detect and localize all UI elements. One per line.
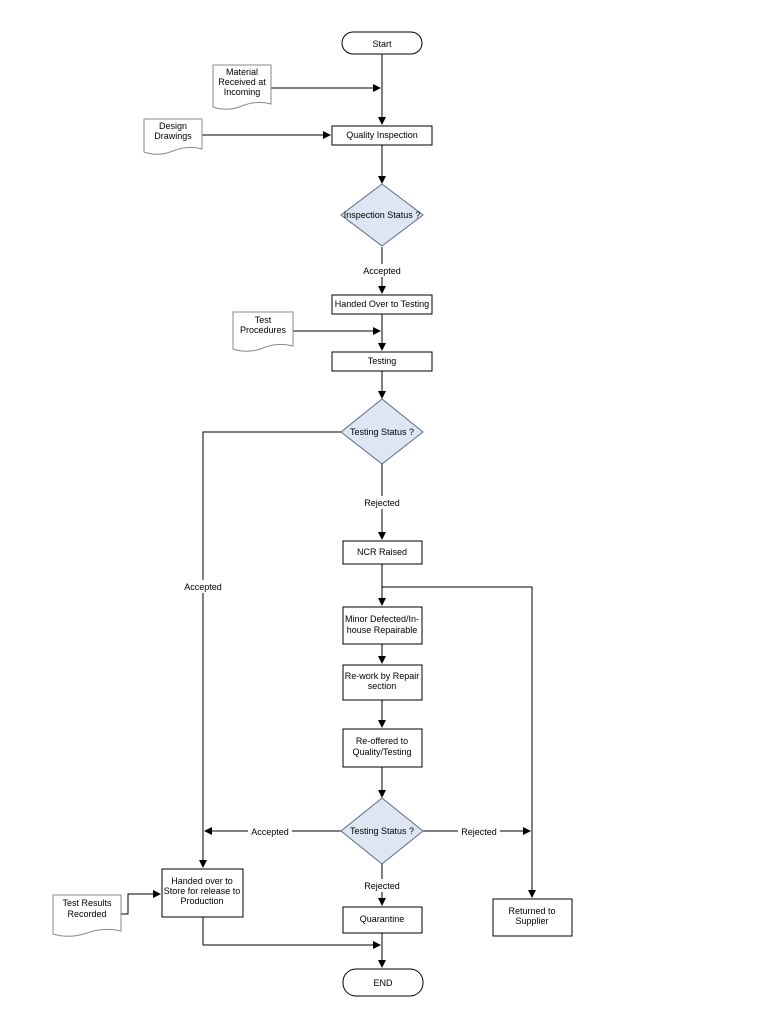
- testing-status-1-label: Testing Status ?: [350, 427, 414, 437]
- material-doc-line-1: Material: [226, 67, 258, 77]
- returned-to-supplier-box: Returned to Supplier: [492, 898, 573, 937]
- material-received-doc: Material Received at Incoming: [212, 64, 272, 110]
- reoffered-box: Re-offered to Quality/Testing: [342, 728, 423, 768]
- edge-status1-accepted: [199, 431, 341, 868]
- start-label: Start: [372, 39, 392, 49]
- handed-to-testing-label: Handed Over to Testing: [335, 299, 429, 309]
- quality-inspection-label: Quality Inspection: [346, 130, 418, 140]
- returned-line-1: Returned to: [508, 906, 555, 916]
- results-doc-line-2: Recorded: [67, 909, 106, 919]
- testing-box: Testing: [331, 351, 433, 372]
- edge-results-to-store: [121, 890, 161, 915]
- start-terminal: Start: [341, 31, 423, 55]
- rework-line-1: Re-work by Repair: [345, 671, 420, 681]
- handed-to-store-line-1: Handed over to: [171, 876, 233, 886]
- end-label: END: [373, 978, 393, 988]
- testing-status-2-label: Testing Status ?: [350, 826, 414, 836]
- handed-to-store-line-3: Production: [180, 896, 223, 906]
- design-drawings-doc: Design Drawings: [143, 118, 203, 155]
- edge-labels: Accepted Rejected Accepted Accepted Reje…: [180, 264, 500, 892]
- procedures-doc-line-1: Test: [255, 315, 272, 325]
- rework-box: Re-work by Repair section: [342, 664, 423, 701]
- quarantine-label: Quarantine: [360, 914, 405, 924]
- reoffered-line-2: Quality/Testing: [352, 747, 411, 757]
- label-accepted-1: Accepted: [363, 266, 401, 276]
- returned-line-2: Supplier: [515, 916, 548, 926]
- testing-label: Testing: [368, 356, 397, 366]
- minor-defected-line-2: house Repairable: [347, 625, 418, 635]
- material-doc-line-2: Received at: [218, 77, 266, 87]
- handed-to-testing-box: Handed Over to Testing: [331, 294, 433, 315]
- testing-status-decision-2: Testing Status ?: [340, 797, 424, 865]
- label-rejected-1: Rejected: [364, 498, 400, 508]
- minor-defected-box: Minor Defected/In- house Repairable: [342, 606, 423, 645]
- ncr-raised-box: NCR Raised: [342, 540, 423, 565]
- label-rejected-2: Rejected: [461, 827, 497, 837]
- end-terminal: END: [342, 968, 424, 997]
- quality-inspection-box: Quality Inspection: [331, 125, 433, 146]
- design-doc-line-1: Design: [159, 121, 187, 131]
- label-accepted-2: Accepted: [184, 582, 222, 592]
- rework-line-2: section: [368, 681, 397, 691]
- inspection-status-label: Inspection Status ?: [344, 210, 421, 220]
- edge-ncr-to-returned: [382, 586, 536, 898]
- minor-defected-line-1: Minor Defected/In-: [345, 614, 419, 624]
- label-accepted-3: Accepted: [251, 827, 289, 837]
- results-doc-line-1: Test Results: [62, 898, 112, 908]
- ncr-raised-label: NCR Raised: [357, 547, 407, 557]
- handed-to-store-box: Handed over to Store for release to Prod…: [161, 868, 244, 918]
- procedures-doc-line-2: Procedures: [240, 325, 287, 335]
- testing-status-decision-1: Testing Status ?: [340, 398, 424, 465]
- label-rejected-3: Rejected: [364, 881, 400, 891]
- edge-store-to-end: [202, 917, 381, 949]
- handed-to-store-line-2: Store for release to: [164, 886, 241, 896]
- material-doc-line-3: Incoming: [224, 87, 261, 97]
- inspection-status-decision: Inspection Status ?: [340, 183, 424, 247]
- quarantine-box: Quarantine: [342, 906, 423, 934]
- test-procedures-doc: Test Procedures: [232, 311, 294, 352]
- test-results-doc: Test Results Recorded: [52, 894, 122, 937]
- design-doc-line-2: Drawings: [154, 131, 192, 141]
- reoffered-line-1: Re-offered to: [356, 736, 408, 746]
